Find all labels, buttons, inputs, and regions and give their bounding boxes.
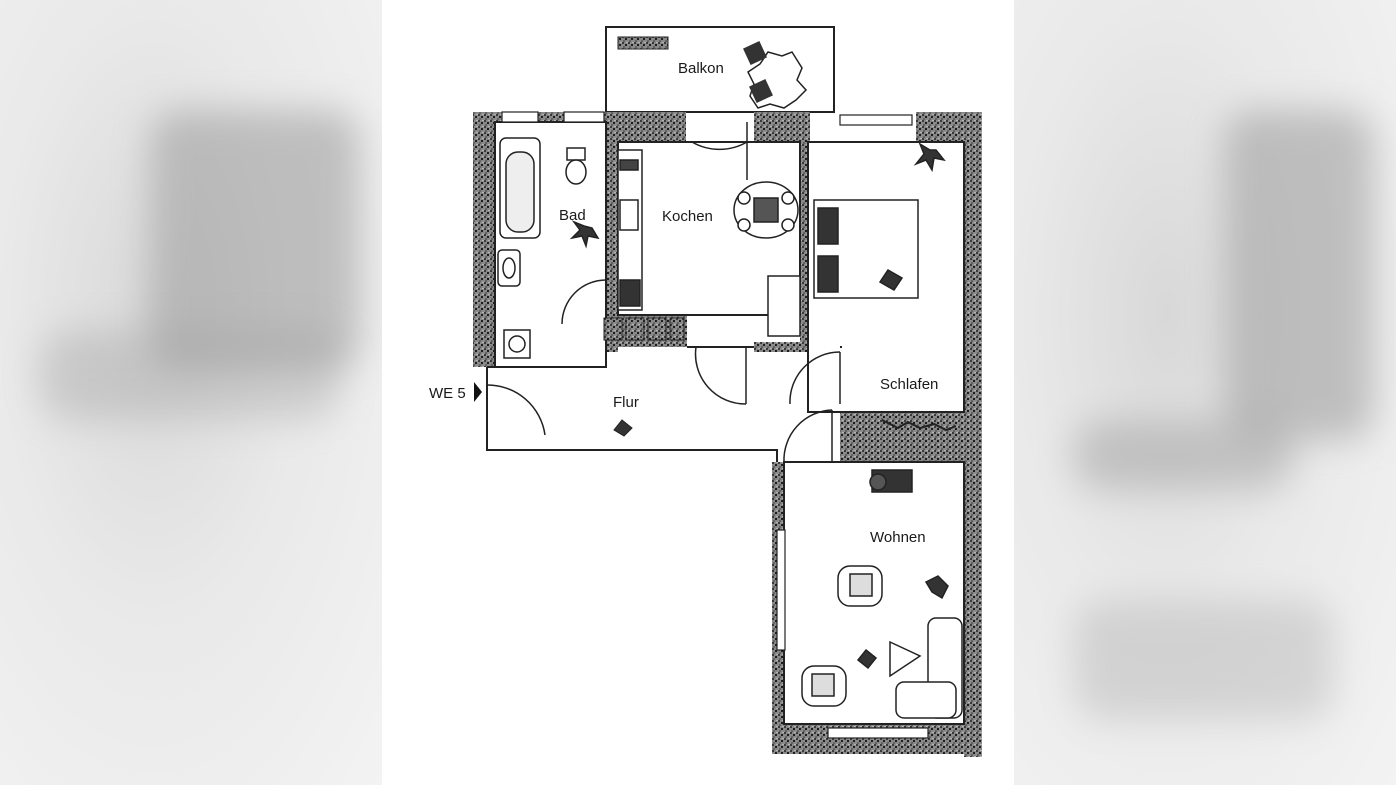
door-swing (783, 409, 833, 463)
windows (501, 111, 929, 739)
pillow-icon (817, 255, 839, 293)
chair-icon (749, 79, 773, 103)
armchair-seat (811, 673, 835, 697)
radiator (603, 317, 685, 341)
plant-icon (913, 142, 946, 173)
balcony (605, 26, 835, 113)
lamp-icon (878, 269, 904, 291)
room-label-wohnen: Wohnen (870, 529, 926, 546)
plant-icon (856, 648, 878, 670)
stove-icon (619, 159, 639, 171)
bathroom-fixtures (497, 137, 607, 359)
room-label-kochen: Kochen (662, 208, 713, 225)
door-swing (561, 279, 607, 325)
pillow-icon (817, 207, 839, 245)
door-swing (694, 346, 747, 405)
sofa-corner-icon (895, 681, 957, 719)
washing-machine-drum (508, 335, 526, 353)
door-swing (789, 351, 841, 405)
plant-icon (924, 575, 949, 600)
plant-icon (613, 419, 633, 437)
background-blob (1074, 600, 1334, 720)
chair-icon (743, 41, 767, 65)
sink-icon (619, 199, 639, 231)
appliance-icon (619, 279, 641, 307)
walls (473, 112, 982, 757)
chair-icon (737, 218, 751, 232)
toilet-tank-icon (566, 147, 586, 161)
background-blob (1224, 110, 1374, 440)
background-blob (1074, 420, 1294, 490)
chair-icon (737, 191, 751, 205)
background-blur-left (0, 0, 382, 785)
sink-basin (502, 257, 516, 279)
background-blur-right (1014, 0, 1396, 785)
plant-icon (881, 419, 957, 432)
chair-icon (781, 218, 795, 232)
plant-icon (569, 220, 600, 249)
background-blob (40, 330, 340, 420)
coffee-table-icon (889, 640, 922, 678)
room-label-balkon: Balkon (678, 60, 724, 77)
chair-icon (781, 191, 795, 205)
table-center (753, 197, 779, 223)
room-label-bad: Bad (559, 207, 586, 224)
entry-arrow-icon (474, 382, 482, 402)
armchair-seat (849, 573, 873, 597)
plant-icon (869, 473, 887, 491)
cabinet-icon (767, 275, 801, 337)
room-label-flur: Flur (613, 394, 639, 411)
floor-plan-sheet: Balkon Bad Kochen Flur Schlafen Wohnen W… (382, 0, 1014, 785)
bedroom-fixtures (789, 142, 957, 432)
entry-door (486, 384, 546, 437)
door-swing (691, 141, 748, 151)
room-label-schlafen: Schlafen (880, 376, 939, 393)
kitchen-fixtures (617, 122, 801, 405)
living-room-fixtures (801, 469, 963, 719)
bathtub-inner (505, 151, 535, 233)
floor-plan (473, 26, 982, 757)
entry-label: WE 5 (429, 385, 466, 402)
background-blob (150, 110, 360, 370)
toilet-icon (565, 159, 587, 185)
